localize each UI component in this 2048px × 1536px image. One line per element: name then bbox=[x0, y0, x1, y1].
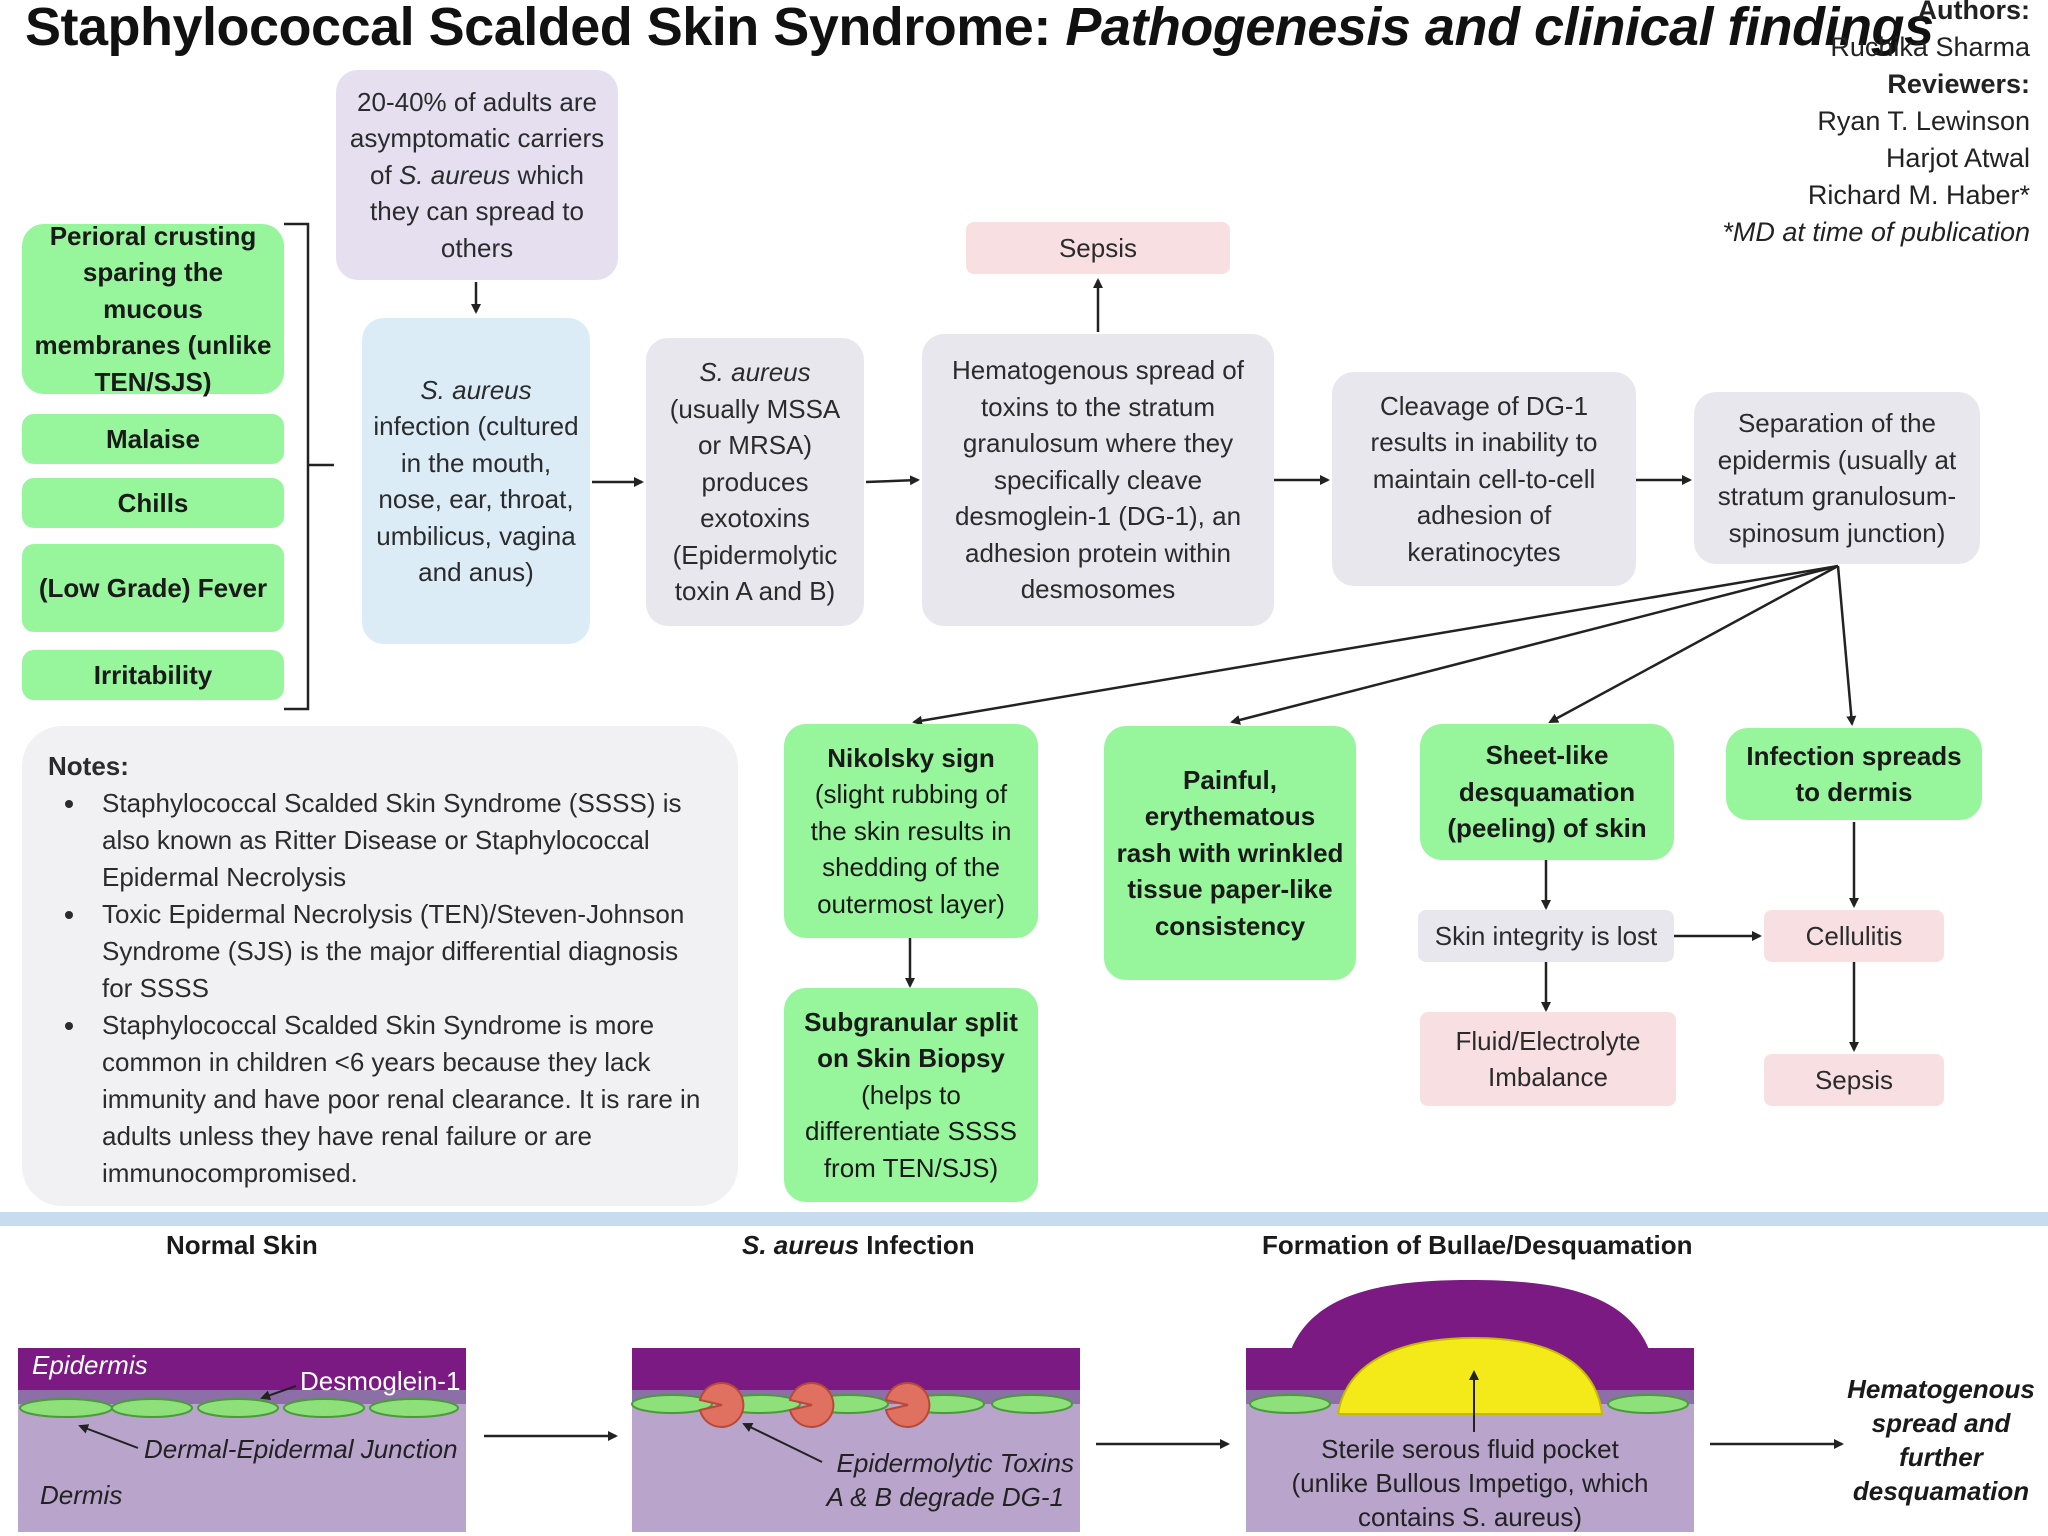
symptom-bracket bbox=[284, 222, 310, 711]
toxins-label-2: A & B degrade DG-1 bbox=[826, 1482, 1065, 1512]
note-item: Staphylococcal Scalded Skin Syndrome (SS… bbox=[88, 785, 712, 896]
toxin bbox=[788, 1382, 835, 1428]
arrow bbox=[865, 475, 920, 486]
symptom-chills: Chills bbox=[22, 478, 284, 528]
arrow bbox=[1548, 564, 1839, 724]
junction-label: Dermal-Epidermal Junction bbox=[144, 1434, 458, 1464]
separation-box: Separation of the epidermis (usually at … bbox=[1694, 392, 1980, 564]
note-item: Toxic Epidermal Necrolysis (TEN)/Steven-… bbox=[88, 896, 712, 1007]
bullae-skin-diagram bbox=[1246, 1280, 1694, 1532]
exotoxin-box: S. aureus (usually MSSA or MRSA) produce… bbox=[646, 338, 864, 626]
fluid-imbalance-box: Fluid/Electrolyte Imbalance bbox=[1420, 1012, 1676, 1106]
cellulitis-box: Cellulitis bbox=[1764, 910, 1944, 962]
symptom-malaise: Malaise bbox=[22, 414, 284, 464]
section-divider bbox=[0, 1212, 2048, 1226]
desmosome bbox=[1607, 1394, 1689, 1414]
symptom-perioral-crusting: Perioral crusting sparing the mucous mem… bbox=[22, 221, 284, 397]
arrow bbox=[1836, 565, 1857, 726]
symptom-fever: (Low Grade) Fever bbox=[22, 544, 284, 632]
toxins-label-1: Epidermolytic Toxins bbox=[836, 1448, 1074, 1478]
infection-skin-diagram bbox=[631, 1348, 1080, 1532]
toxin bbox=[698, 1382, 745, 1428]
nikolsky-box: Nikolsky sign(slight rubbing of the skin… bbox=[784, 724, 1038, 938]
normal-skin-diagram bbox=[18, 1348, 466, 1532]
note-item: Staphylococcal Scalded Skin Syndrome is … bbox=[88, 1007, 712, 1192]
skin-integrity-box: Skin integrity is lost bbox=[1418, 910, 1674, 962]
toxin bbox=[884, 1382, 931, 1428]
desmosome bbox=[283, 1398, 365, 1418]
reviewer-name: Harjot Atwal bbox=[1885, 143, 2030, 173]
cleavage-box: Cleavage of DG-1 results in inability to… bbox=[1332, 372, 1636, 586]
authors-label: Authors: bbox=[1917, 0, 2030, 25]
skin-illustrations bbox=[18, 1280, 1844, 1532]
credits-footnote: *MD at time of publication bbox=[1722, 217, 2030, 247]
desmosome bbox=[1249, 1394, 1331, 1414]
desmosome bbox=[991, 1394, 1073, 1414]
arrow bbox=[912, 564, 1839, 726]
desmosome bbox=[197, 1398, 279, 1418]
desmosome bbox=[369, 1398, 459, 1418]
hematogenous-box: Hematogenous spread of toxins to the str… bbox=[922, 334, 1274, 626]
dermis-spread-box: Infection spreads to dermis bbox=[1726, 728, 1982, 820]
arrow bbox=[1230, 564, 1839, 725]
symptom-irritability: Irritability bbox=[22, 650, 284, 700]
rash-box: Painful, erythematous rash with wrinkled… bbox=[1104, 726, 1356, 980]
subgranular-box: Subgranular split on Skin Biopsy(helps t… bbox=[784, 988, 1038, 1202]
page-title: Staphylococcal Scalded Skin Syndrome: Pa… bbox=[25, 0, 1934, 57]
fluid-pocket-label: Sterile serous fluid pocket (unlike Bull… bbox=[1291, 1434, 1649, 1532]
reviewer-name: Ryan T. Lewinson bbox=[1817, 106, 2030, 136]
reviewer-name: Richard M. Haber* bbox=[1807, 180, 2030, 210]
infection-box: S. aureus infection (cultured in the mou… bbox=[362, 318, 590, 644]
sheet-desquamation-box: Sheet-like desquamation (peeling) of ski… bbox=[1420, 724, 1674, 860]
panel-title-bullae: Formation of Bullae/Desquamation bbox=[1262, 1230, 1693, 1260]
notes-title: Notes: bbox=[48, 751, 129, 781]
panel-title-infection: S. aureus Infection bbox=[742, 1230, 975, 1260]
desmosome bbox=[111, 1398, 193, 1418]
desmoglein-label: Desmoglein-1 bbox=[300, 1366, 461, 1396]
panel-title-normal: Normal Skin bbox=[166, 1230, 318, 1260]
sepsis-bottom-box: Sepsis bbox=[1764, 1054, 1944, 1106]
notes-list: Staphylococcal Scalded Skin Syndrome (SS… bbox=[48, 785, 712, 1192]
dermis-label: Dermis bbox=[40, 1480, 123, 1510]
sepsis-box: Sepsis bbox=[966, 222, 1230, 274]
carriers-box: 20-40% of adults are asymptomatic carrie… bbox=[336, 70, 618, 280]
epidermis-label: Epidermis bbox=[32, 1350, 148, 1380]
author-name: Ruchika Sharma bbox=[1830, 32, 2030, 62]
reviewers-label: Reviewers: bbox=[1887, 69, 2030, 99]
notes-panel: Notes: Staphylococcal Scalded Skin Syndr… bbox=[22, 726, 738, 1206]
desmosome bbox=[631, 1394, 713, 1414]
final-caption: Hematogenous spread and further desquama… bbox=[1847, 1374, 2035, 1506]
credits: Authors: Ruchika Sharma Reviewers: Ryan … bbox=[1610, 0, 2030, 251]
desmosome bbox=[19, 1398, 113, 1418]
